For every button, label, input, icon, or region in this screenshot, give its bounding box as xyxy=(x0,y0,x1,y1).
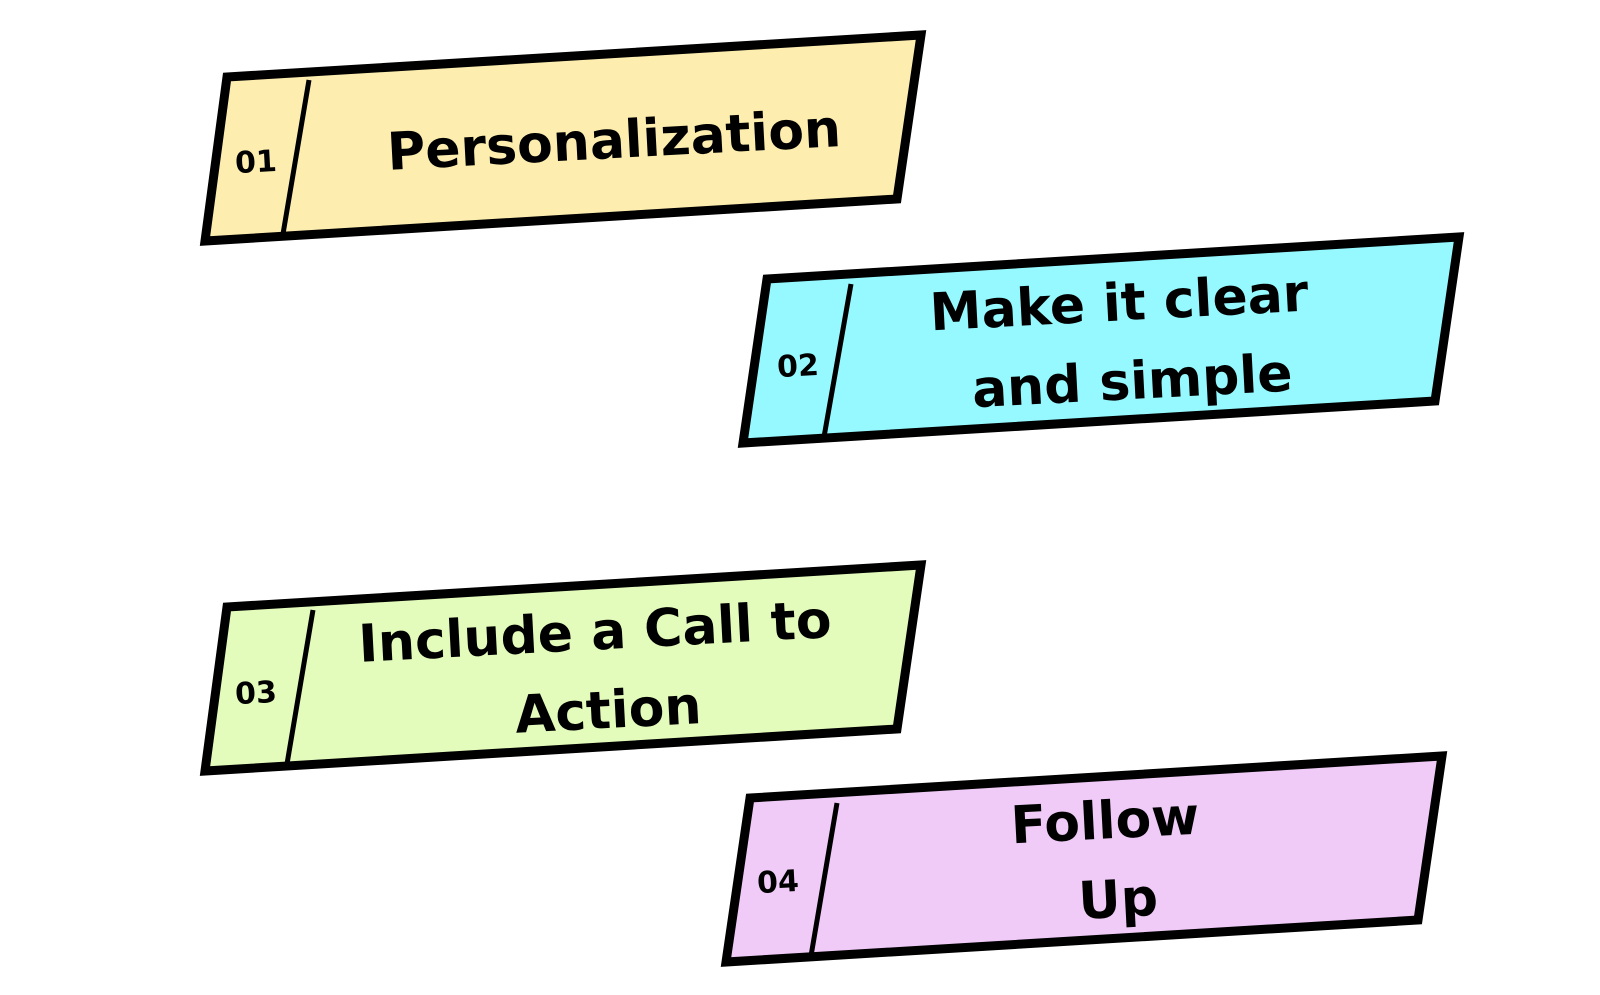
step-label-04-line-2: Up xyxy=(1077,868,1159,932)
step-card-02: 02 Make it clear and simple xyxy=(737,232,1465,448)
step-card-04-shape xyxy=(720,751,1448,967)
step-number-04: 04 xyxy=(756,864,800,901)
step-number-02: 02 xyxy=(776,348,820,385)
step-label-04-line-1: Follow xyxy=(1009,787,1200,857)
step-card-04-divider xyxy=(808,802,840,957)
step-card-01-shape xyxy=(199,30,927,246)
step-card-04: 04 Follow Up xyxy=(720,751,1448,967)
step-card-03-shape xyxy=(199,560,927,776)
step-label-04: Follow Up xyxy=(1009,786,1223,936)
step-card-02-divider xyxy=(821,283,854,438)
step-card-01: 01 Personalization xyxy=(199,30,927,246)
step-label-03-line-2: Action xyxy=(514,676,703,746)
step-number-01: 01 xyxy=(234,144,278,181)
step-card-02-shape xyxy=(737,232,1465,448)
step-number-03: 03 xyxy=(234,675,278,712)
step-card-01-divider xyxy=(280,79,312,235)
step-card-03: 03 Include a Call to Action xyxy=(199,560,927,776)
step-card-03-divider xyxy=(284,609,316,765)
